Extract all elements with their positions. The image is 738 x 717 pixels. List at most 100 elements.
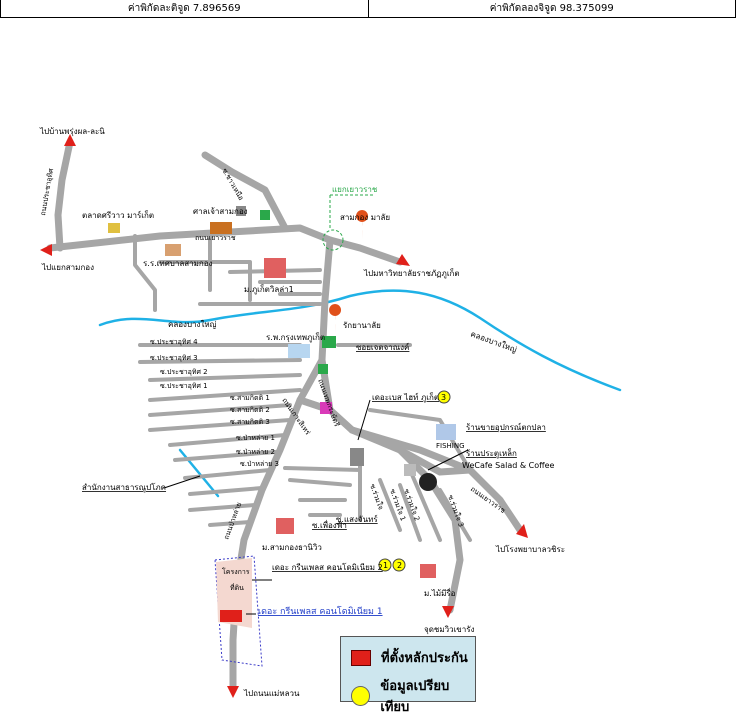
label-ban-pru: ไปบ้านพรุ่งผล-ละนิ bbox=[39, 127, 105, 136]
label-samkong-mark: สามกอง มาลัย bbox=[340, 213, 390, 222]
label-soi-pa-2: ซ.ป่าหล่าย 2 bbox=[236, 448, 275, 456]
arrow-south-east bbox=[442, 606, 454, 618]
label-road-north: ถนนประชาอุทิศ bbox=[39, 167, 55, 216]
house-icon bbox=[276, 518, 294, 534]
map-shape bbox=[148, 403, 292, 417]
label-moo-samkong: ม.สามกองธานิวิว bbox=[262, 543, 322, 552]
seven-eleven-icon bbox=[318, 364, 328, 374]
map-shape bbox=[208, 520, 252, 527]
map-shape bbox=[163, 475, 201, 489]
label-door-shop: ร้านประตูเหล็ก bbox=[466, 448, 517, 459]
canal-river bbox=[98, 289, 622, 392]
arrow-east-south bbox=[516, 524, 528, 538]
label-to-jui: จุดชมวิวเขารัง bbox=[424, 625, 475, 634]
label-villa: ม.ภูเก็ตวิลล่า1 bbox=[244, 284, 294, 295]
subject-boundary bbox=[214, 555, 263, 667]
map-shape bbox=[133, 234, 157, 312]
label-yaek: แยกเยาวราช bbox=[332, 185, 378, 194]
map-shape bbox=[359, 225, 365, 231]
road-yaowarat bbox=[229, 356, 326, 694]
label-fishing: ร้านขายอุปกรณ์ตกปลา bbox=[466, 422, 546, 432]
temple-icon bbox=[236, 206, 246, 216]
label-road-yaowarat: ถนนเยาวราช bbox=[195, 234, 236, 242]
hospital-icon bbox=[288, 344, 310, 358]
coordinates-table: ค่าพิกัดละติจูด 7.896569 ค่าพิกัดลองจิจู… bbox=[0, 0, 736, 18]
map-shape bbox=[148, 388, 302, 402]
map-shape bbox=[188, 503, 257, 512]
label-soi-pracha-3: ซ.ประชาอุทิศ 3 bbox=[150, 354, 198, 362]
label-soi-pa-3: ซ.ป่าหล่าย 3 bbox=[240, 460, 279, 468]
label-canal: คลองบางใหญ่ bbox=[168, 320, 217, 329]
compare-legend-swatch bbox=[351, 686, 371, 706]
label-talad: ตลาดศรีวาว มาร์เก็ต bbox=[82, 210, 154, 220]
label-wecafe: WeCafe Salad & Coffee bbox=[462, 461, 555, 470]
map-shape bbox=[283, 466, 362, 472]
map-shape bbox=[168, 433, 287, 447]
subject-marker bbox=[220, 610, 242, 622]
shrine-icon bbox=[210, 222, 232, 234]
label-soi-pracha-4: ซ.ประชาอุทิศ 4 bbox=[150, 338, 198, 346]
label-sub-plot-a: โครงการ bbox=[222, 567, 250, 576]
label-comp3-num: 3 bbox=[441, 393, 446, 402]
arrow-north-west bbox=[64, 134, 76, 146]
map-shape bbox=[158, 260, 252, 302]
label-to-vachira: ไปโรงพยาบาลวชิระ bbox=[495, 544, 565, 554]
school-icon bbox=[165, 244, 181, 256]
label-school: ร.ร.เทศบาลสามกอง bbox=[143, 259, 213, 268]
label-soi-sam-1: ซ.สามกิตติ 1 bbox=[230, 394, 270, 402]
comparison-marker-2 bbox=[392, 558, 406, 572]
pin-icon bbox=[356, 210, 369, 240]
map-shape bbox=[332, 319, 338, 325]
label-subject: เดอะ กรีนเพลส คอนโดมิเนียม 1 bbox=[258, 606, 383, 617]
road-east bbox=[348, 426, 474, 476]
label-soi-sam-2: ซ.สามกิตติ 2 bbox=[230, 406, 270, 414]
seven-eleven-icon bbox=[260, 210, 270, 220]
map-shape bbox=[438, 488, 472, 542]
map-shape bbox=[368, 408, 472, 472]
map-shape bbox=[138, 358, 302, 364]
arrow-north-east bbox=[396, 254, 410, 266]
map-shape bbox=[148, 418, 292, 432]
road-south-east bbox=[396, 446, 464, 614]
label-comp-num-2: 2 bbox=[397, 561, 402, 570]
map-shape bbox=[148, 373, 302, 382]
junction-dashed-circle bbox=[322, 229, 344, 251]
label-to-mae-luan: ไปถนนแม่หลวน bbox=[243, 689, 300, 698]
subject-legend-label: ที่ตั้งหลักประกัน bbox=[381, 651, 468, 666]
label-moo-mimi: ม.ไม้มีรื่อ bbox=[424, 587, 456, 598]
map-legend: ที่ตั้งหลักประกัน ข้อมูลเปรียบเทียบ bbox=[340, 636, 476, 715]
door-icon bbox=[404, 464, 416, 476]
road-east-west-top bbox=[46, 224, 404, 266]
arrow-west bbox=[40, 244, 52, 256]
label-soi-sam-3: ซ.สามกิตติ 3 bbox=[230, 418, 270, 426]
label-hospital: ร.พ.กรุงเทพภูเก็ต bbox=[266, 332, 325, 343]
road-north bbox=[201, 151, 289, 232]
label-comp3: เดอะเบส ไฮท์ ภูเก็ต bbox=[372, 392, 439, 403]
label-sub-plot-b: ที่ดิน bbox=[230, 583, 244, 592]
road-north-west bbox=[54, 138, 74, 252]
map-shape bbox=[357, 399, 371, 441]
label-soi-pracha-1: ซ.ประชาอุทิศ 1 bbox=[160, 382, 208, 390]
label-soi-sangchan: ซ.แสงจันทร์ bbox=[336, 514, 378, 524]
label-rak-yan: รักยานาลัย bbox=[343, 321, 381, 330]
label-soi-juree: ซอยเจตจาณงค์ bbox=[356, 342, 409, 352]
longitude-cell: ค่าพิกัดลองจิจูด 98.375099 bbox=[367, 0, 736, 17]
shop-icon bbox=[320, 402, 332, 414]
label-canal-2: คลองบางใหญ่ bbox=[469, 329, 518, 354]
hut-icon bbox=[108, 223, 120, 233]
map-shape bbox=[188, 486, 264, 496]
label-to-samkong: ไปแยกสามกอง bbox=[41, 263, 94, 272]
label-utility: สำนักงานสาธารณูปโภค bbox=[82, 482, 166, 493]
map-shape bbox=[408, 468, 442, 542]
latitude-cell: ค่าพิกัดละติจูด 7.896569 bbox=[127, 3, 241, 14]
label-comp-greenplace2: เดอะ กรีนเพลส คอนโดมิเนียม 2 bbox=[272, 562, 383, 572]
label-soi-ploi: ซ.เพื่องฟ้า bbox=[312, 519, 347, 530]
arrow-south bbox=[227, 686, 239, 698]
building-icon bbox=[350, 448, 364, 466]
comparison-marker-1 bbox=[378, 558, 392, 572]
map-shape bbox=[173, 450, 277, 462]
fishing-icon bbox=[436, 424, 456, 440]
map-shape bbox=[378, 478, 402, 532]
map-shape bbox=[288, 478, 352, 487]
